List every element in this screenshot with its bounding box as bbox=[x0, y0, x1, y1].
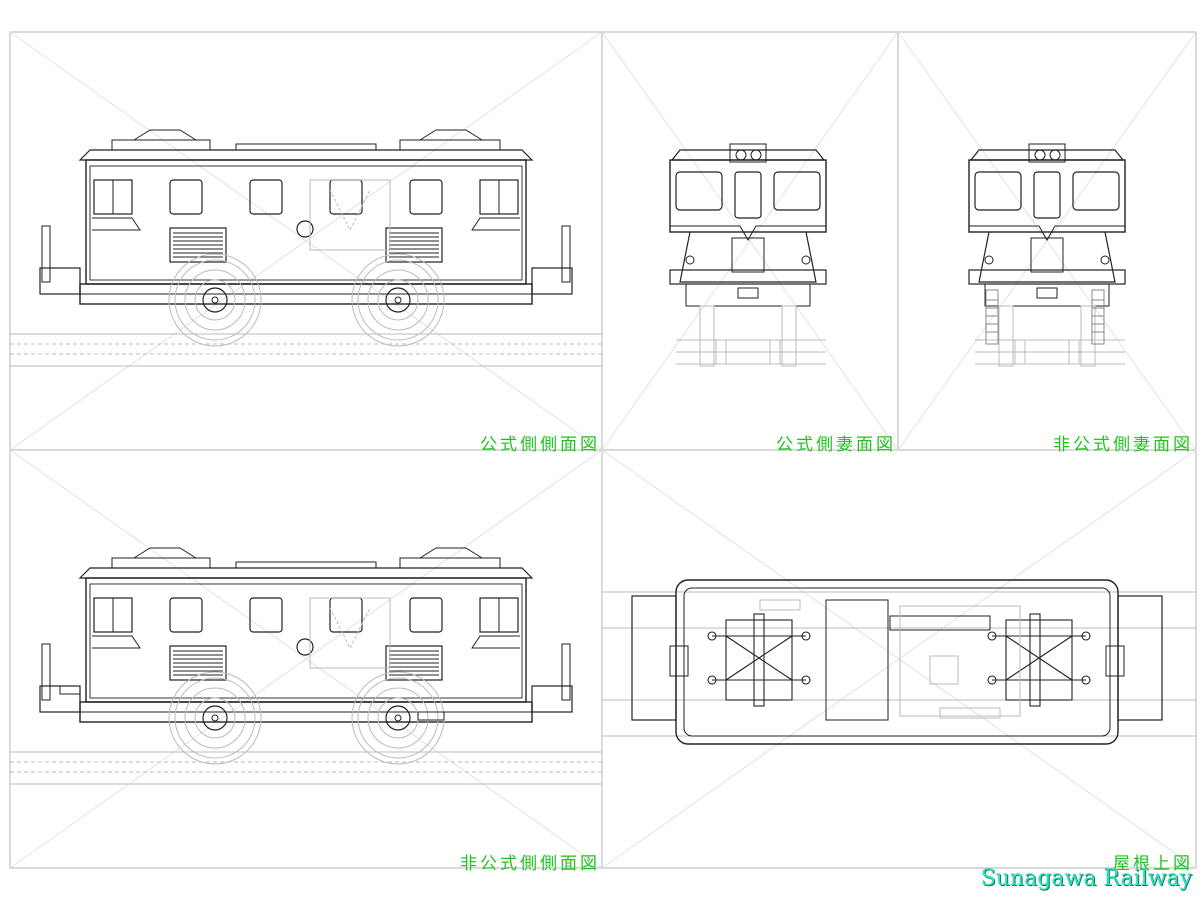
unofficial-end-drawing bbox=[968, 143, 1126, 367]
label-official-side-view: 公式側側面図 bbox=[480, 435, 600, 455]
label-official-end-view: 公式側妻面図 bbox=[776, 435, 896, 455]
label-roof-top-view: 屋根上図 bbox=[1113, 854, 1193, 874]
roof-top-drawing bbox=[631, 579, 1163, 745]
label-unofficial-end-view: 非公式側妻面図 bbox=[1053, 435, 1193, 455]
official-end-drawing bbox=[669, 143, 827, 367]
official-side-drawing bbox=[40, 130, 572, 346]
credit-signature: Sunagawa Railway bbox=[980, 866, 1192, 891]
panel-frames bbox=[9, 31, 1197, 869]
rail-lines bbox=[10, 333, 1196, 785]
unofficial-side-drawing bbox=[40, 548, 572, 764]
label-unofficial-side-view: 非公式側側面図 bbox=[460, 854, 600, 874]
